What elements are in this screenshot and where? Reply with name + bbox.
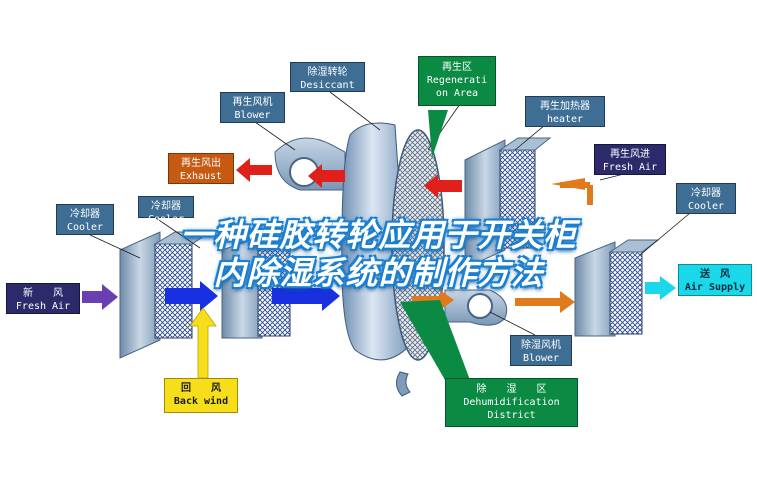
flow-arrows <box>82 158 676 379</box>
cooler-left-label: 冷却器 Cooler <box>56 204 114 235</box>
supply-air-label: 送 风 Air Supply <box>678 264 752 296</box>
regen-exhaust-zh: 再生风出 <box>181 158 221 169</box>
watermark-title-line1: 一种硅胶转轮应用于开关柜 <box>180 216 577 254</box>
watermark-title-line2: 内除湿系统的制作方法 <box>213 254 544 292</box>
cooler-mid-zh: 冷却器 <box>151 201 181 212</box>
desiccant-label: 除湿转轮 Desiccant <box>290 62 365 92</box>
regen-blower-label: 再生风机 Blower <box>220 92 285 123</box>
dehum-blower <box>444 289 508 326</box>
regen-heater-label: 再生加热器 heater <box>525 96 605 127</box>
supply-air-zh: 送 风 <box>700 269 730 280</box>
dehum-district-pointer <box>400 300 470 380</box>
regen-heater <box>464 137 552 269</box>
right-cooler-housing <box>574 239 660 337</box>
cooler-left-en: Cooler <box>66 222 104 233</box>
fresh-air-label: 新 风 Fresh Air <box>6 283 80 314</box>
regen-blower-zh: 再生风机 <box>232 97 273 108</box>
left-cooler-housing <box>119 231 212 359</box>
regen-heater-en: heater <box>546 114 584 125</box>
regen-area-pointer <box>428 110 448 158</box>
dehum-district-en1: Dehumidification <box>463 397 560 408</box>
desiccant-en: Desiccant <box>300 80 355 91</box>
back-wind-zh: 回 风 <box>181 383 221 394</box>
regen-heater-zh: 再生加热器 <box>540 101 590 112</box>
cooler-mid-en: Cooler <box>147 214 185 225</box>
fresh-air-zh: 新 风 <box>23 288 63 299</box>
dehum-district-label: 除 湿 区 Dehumidification District <box>445 378 578 427</box>
regen-exhaust-en: Exhaust <box>179 171 223 182</box>
desiccant-zh: 除湿转轮 <box>307 67 348 78</box>
regen-fresh-zh: 再生风进 <box>610 149 650 160</box>
dehum-blower-en: Blower <box>522 353 560 364</box>
dehum-district-zh: 除 湿 区 <box>476 384 547 395</box>
cooler-right-label: 冷却器 Cooler <box>676 183 736 214</box>
back-wind-en: Back wind <box>173 396 229 407</box>
cooler-right-en: Cooler <box>687 201 725 212</box>
dehum-district-en2: District <box>487 410 536 421</box>
cooler-right-zh: 冷却器 <box>691 188 721 199</box>
regen-exhaust-label: 再生风出 Exhaust <box>168 153 234 184</box>
dehum-blower-label: 除湿风机 Blower <box>510 335 572 366</box>
dehum-blower-zh: 除湿风机 <box>521 340 561 351</box>
mid-cooler-housing <box>221 235 307 339</box>
cooler-mid-label: 冷却器 Cooler <box>138 196 194 225</box>
regen-blower-en: Blower <box>234 110 271 121</box>
back-wind-label: 回 风 Back wind <box>164 378 238 413</box>
regen-area-label: 再生区 Regenerati on Area <box>418 56 496 106</box>
regen-area-en2: on Area <box>435 88 479 99</box>
cooler-left-zh: 冷却器 <box>70 209 100 220</box>
fresh-air-en: Fresh Air <box>15 301 71 312</box>
regen-fresh-label: 再生风进 Fresh Air <box>594 144 666 175</box>
regen-blower <box>274 137 346 191</box>
regen-area-zh: 再生区 <box>442 62 472 73</box>
regen-fresh-en: Fresh Air <box>602 162 658 173</box>
regen-area-en1: Regenerati <box>426 75 488 86</box>
supply-air-en: Air Supply <box>684 282 746 293</box>
